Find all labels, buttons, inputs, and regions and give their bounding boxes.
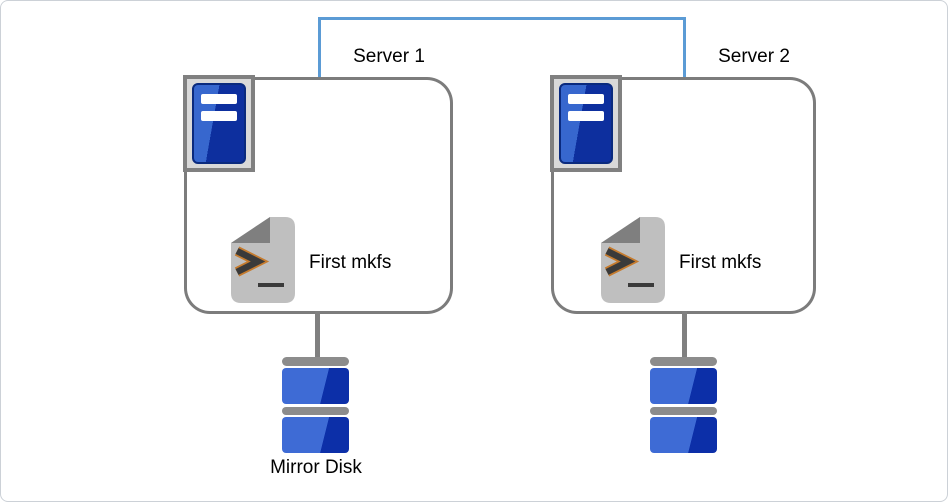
server1-disk-link-line [315, 311, 320, 359]
shell-script-icon [230, 216, 296, 304]
server-interconnect-line [318, 17, 686, 77]
mirror-disk-label: Mirror Disk [270, 457, 362, 478]
server2-frame [550, 75, 622, 172]
tower-slot-bar [201, 94, 237, 104]
disk-platter [650, 368, 717, 404]
tower-slot-bar [568, 111, 604, 121]
server1-frame [183, 75, 255, 172]
mirror-disk-icon [650, 357, 717, 453]
server1-script-label: First mkfs [309, 252, 392, 273]
disk-cap [282, 357, 349, 366]
server-tower-icon [559, 83, 613, 164]
server-tower-icon [192, 83, 246, 164]
tower-slot-bar [568, 94, 604, 104]
server2-disk-link-line [682, 311, 687, 359]
disk-platter [650, 417, 717, 453]
server2-label: Server 2 [718, 46, 790, 67]
disk-cap [282, 407, 349, 415]
disk-cap [650, 357, 717, 366]
tower-slot-bar [201, 111, 237, 121]
disk-platter [282, 368, 349, 404]
mirror-disk-icon [282, 357, 349, 453]
disk-cap [650, 407, 717, 415]
server2-script-label: First mkfs [679, 252, 762, 273]
disk-platter [282, 417, 349, 453]
shell-script-icon [600, 216, 666, 304]
server1-label: Server 1 [353, 46, 425, 67]
